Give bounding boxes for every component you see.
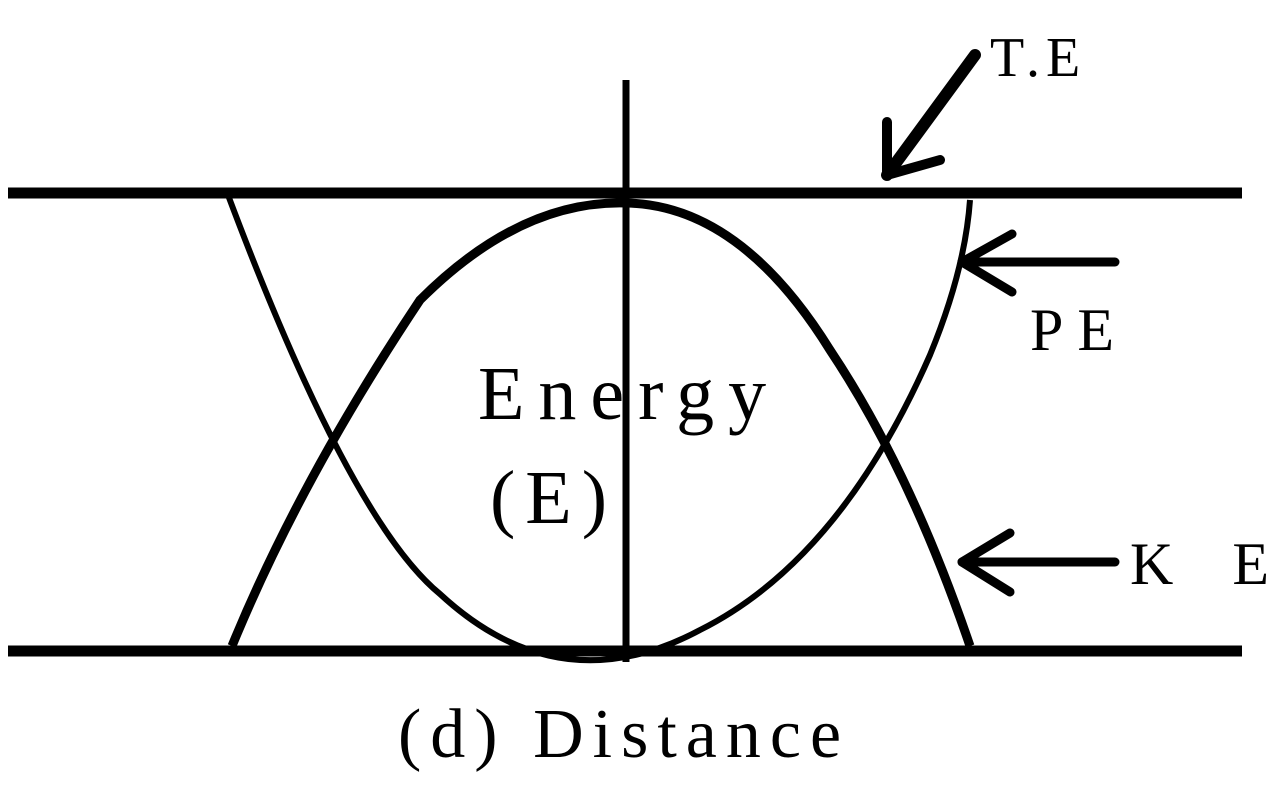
total-energy-arrow [881, 49, 981, 181]
total-energy-label: T.E [990, 27, 1087, 89]
kinetic-energy-label: K E [1130, 531, 1268, 597]
potential-energy-curve [225, 193, 973, 664]
energy-symbol-label: (E) [490, 456, 618, 540]
potential-energy-label: PE [1030, 297, 1129, 363]
potential-energy-arrow [957, 229, 1120, 297]
distance-axis-label: (d) Distance [398, 696, 851, 773]
kinetic-energy-curve [227, 198, 975, 648]
energy-axis-label: Energy [478, 352, 781, 436]
kinetic-energy-arrow [957, 528, 1120, 597]
